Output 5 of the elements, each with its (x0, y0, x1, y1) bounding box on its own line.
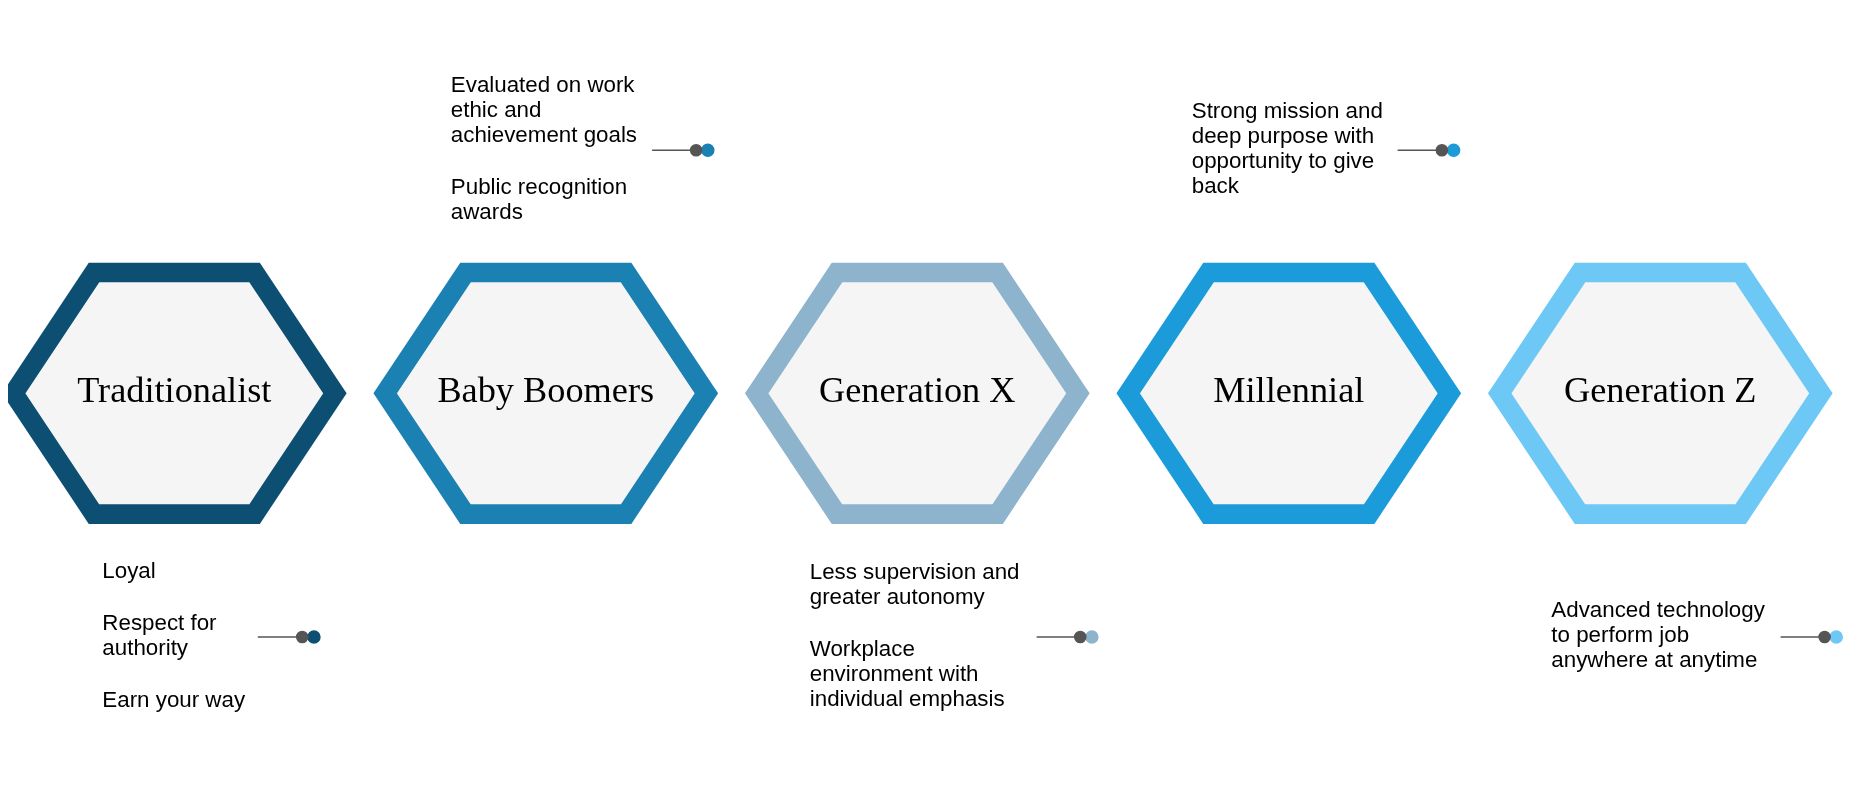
node-text: Less supervision and greater autonomy Workplace environment with individual emphasis (809, 558, 1020, 711)
node-text: Advanced technology to perform job anywhere at anytime (1551, 597, 1765, 673)
node-text: Loyal Respect for authority Earn your way (102, 558, 246, 712)
node-text: Strong mission and deep purpose with opportunity to give back (1191, 97, 1383, 199)
node-text: Evaluated on work ethic and achievement goals Public recognition awards (450, 72, 638, 225)
